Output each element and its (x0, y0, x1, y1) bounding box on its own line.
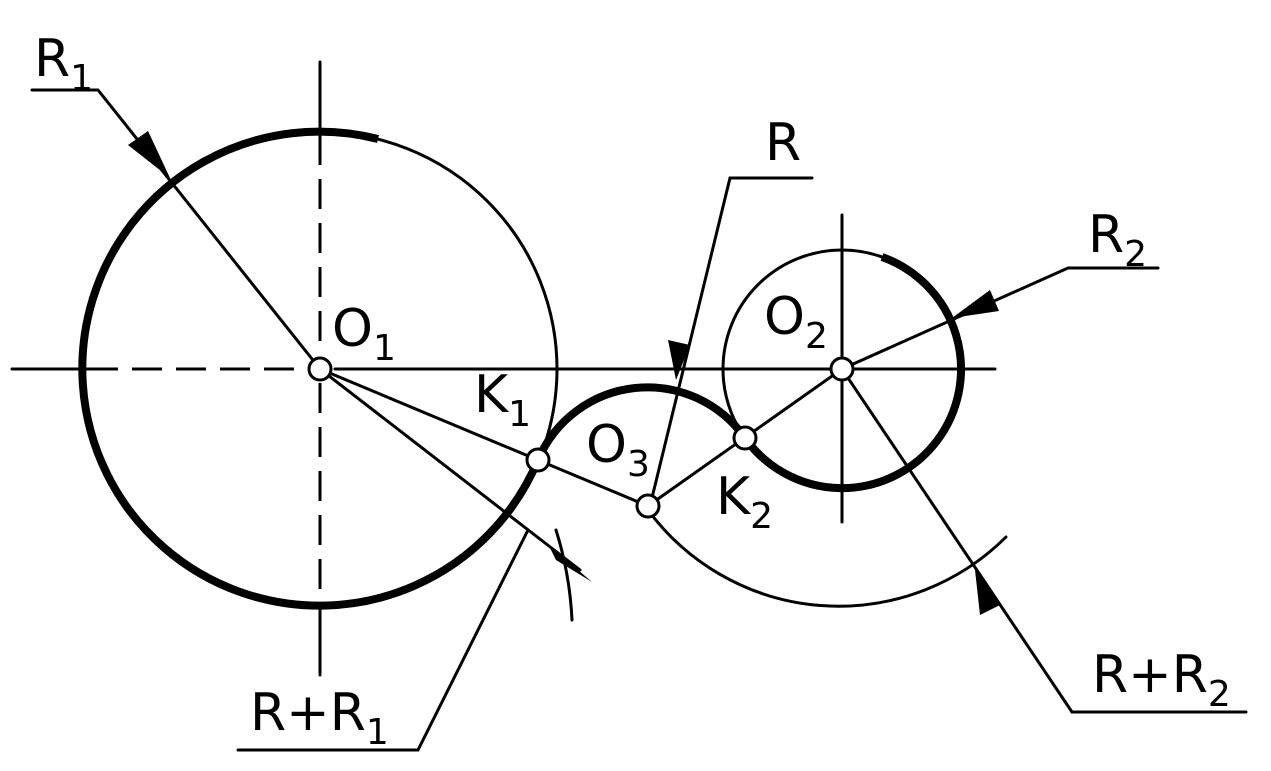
point-o3 (635, 493, 661, 519)
arrow-r-plus-r2 (975, 570, 1000, 615)
leader-r (648, 176, 814, 508)
point-o2 (829, 356, 855, 382)
leader-r-plus-r2 (840, 367, 1074, 714)
label-r: R (765, 113, 801, 173)
label-o3: O3 (586, 415, 650, 485)
circle-o1-thick-arc (78, 127, 542, 610)
leader-r-plus-r1 (236, 528, 530, 752)
label-k1: K1 (474, 365, 531, 435)
point-o1 (307, 356, 333, 382)
leader-r2 (840, 266, 1160, 371)
arrow-r1 (128, 131, 170, 178)
label-r-plus-r2: R+R2 (1092, 645, 1231, 715)
label-o1: O1 (332, 299, 396, 369)
line-o1-o3 (318, 367, 650, 508)
label-r1: R1 (34, 29, 93, 99)
tangent-arc-r (534, 383, 749, 462)
construction-arc-r-plus-r2 (646, 508, 1008, 608)
label-r-plus-r1: R+R1 (250, 683, 389, 753)
radius-line-r-plus-r1 (318, 367, 582, 572)
point-k2 (732, 425, 758, 451)
arrow-r (668, 340, 690, 380)
label-r2: R2 (1088, 205, 1147, 275)
label-k2: K2 (716, 467, 773, 537)
construction-arc-r-plus-r1 (554, 528, 574, 622)
point-k1 (525, 447, 551, 473)
arrow-r-plus-r1 (548, 544, 592, 582)
arrow-r2 (952, 290, 999, 318)
label-o2: O2 (764, 287, 828, 357)
circle-o2-thick-arc (741, 253, 965, 493)
leader-r1 (30, 88, 322, 371)
